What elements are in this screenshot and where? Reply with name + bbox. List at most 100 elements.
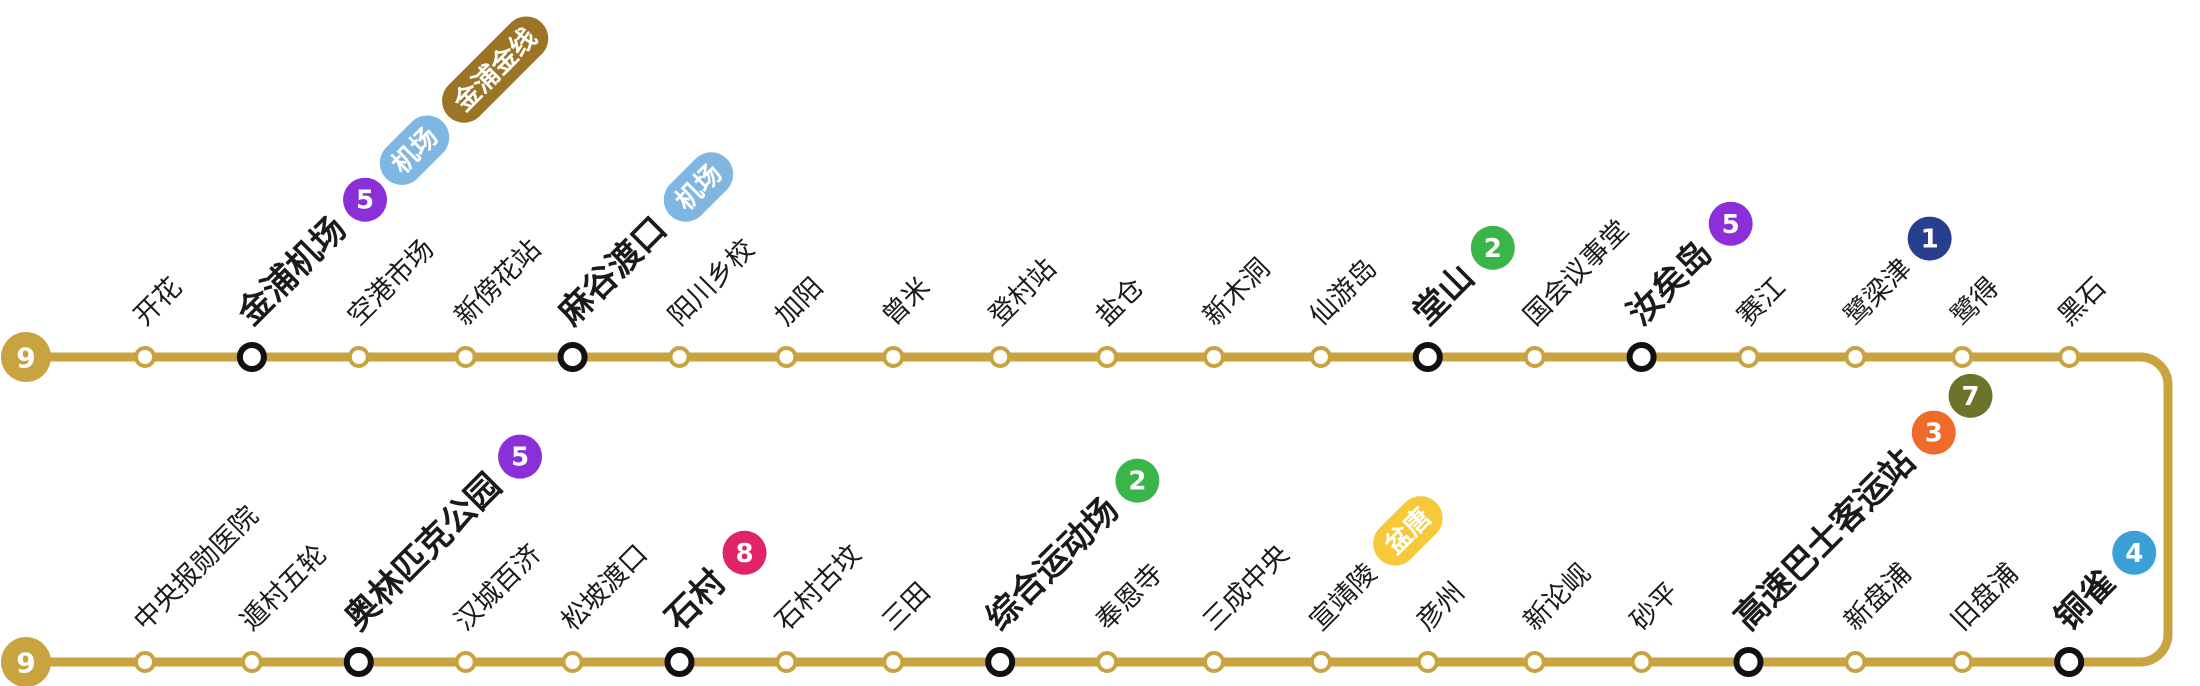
station-marker[interactable]	[1096, 346, 1119, 368]
station[interactable]	[1416, 651, 1439, 673]
badge-label: 4	[2125, 539, 2143, 569]
station-label: 新盘浦	[1838, 558, 1917, 637]
station[interactable]	[1523, 651, 1546, 673]
transfer-station-marker[interactable]	[1412, 342, 1443, 372]
transfer-station-marker[interactable]	[664, 647, 695, 677]
transfer-station-marker[interactable]	[236, 342, 267, 372]
station[interactable]	[1951, 346, 1974, 368]
station-marker[interactable]	[668, 346, 691, 368]
station-marker[interactable]	[1309, 346, 1332, 368]
station-marker[interactable]	[1203, 346, 1225, 368]
station[interactable]	[1523, 346, 1546, 368]
transfer-station-marker[interactable]	[2054, 647, 2085, 677]
station-label: 三成中央	[1197, 539, 1295, 637]
station[interactable]	[236, 342, 267, 372]
station[interactable]	[1309, 651, 1332, 673]
station-label: 彦州	[1411, 577, 1471, 637]
station[interactable]	[2058, 346, 2081, 368]
station[interactable]	[1203, 651, 1225, 673]
connecting-line-pill: 机场	[663, 152, 734, 222]
station-label: 石村古坟	[769, 539, 867, 637]
connecting-line-badge: 2	[1115, 458, 1160, 503]
station-marker[interactable]	[1203, 651, 1225, 673]
station-label: 汉城百济	[449, 539, 547, 637]
station[interactable]	[1630, 651, 1653, 673]
station-marker[interactable]	[454, 651, 477, 673]
station-marker[interactable]	[1737, 346, 1760, 368]
station[interactable]	[1096, 346, 1119, 368]
station-marker[interactable]	[775, 346, 798, 368]
connecting-line-badge: 3	[1911, 410, 1956, 455]
station[interactable]	[985, 647, 1016, 677]
station-label: 开花	[128, 272, 188, 332]
station-label: 高速巴士客运站	[1727, 442, 1924, 639]
connecting-line-pill: 机场	[379, 115, 450, 185]
station[interactable]	[1626, 342, 1657, 372]
station-label: 仙游岛	[1304, 253, 1383, 332]
station-marker[interactable]	[1523, 346, 1546, 368]
station-label: 宣靖陵	[1304, 558, 1383, 637]
station-label: 石村	[657, 562, 734, 639]
station[interactable]	[240, 651, 263, 673]
transfer-station-marker[interactable]	[1733, 647, 1764, 677]
station-marker[interactable]	[1951, 651, 1974, 673]
station[interactable]	[775, 651, 798, 673]
station[interactable]	[1844, 346, 1867, 368]
station[interactable]	[989, 346, 1012, 368]
station-marker[interactable]	[1951, 346, 1974, 368]
station[interactable]	[1733, 647, 1764, 677]
station[interactable]	[347, 346, 370, 368]
station-marker[interactable]	[347, 346, 370, 368]
station[interactable]	[1844, 651, 1867, 673]
station-label: 鹭得	[1945, 272, 2005, 332]
station[interactable]	[134, 651, 156, 673]
station[interactable]	[775, 346, 798, 368]
station-marker[interactable]	[1309, 651, 1332, 673]
station[interactable]	[882, 651, 905, 673]
station-marker[interactable]	[240, 651, 263, 673]
station-marker[interactable]	[1844, 346, 1867, 368]
station-marker[interactable]	[1844, 651, 1867, 673]
station-marker[interactable]	[2058, 346, 2081, 368]
station-marker[interactable]	[1416, 651, 1439, 673]
station[interactable]	[1203, 346, 1225, 368]
station-marker[interactable]	[134, 346, 156, 368]
station-marker[interactable]	[882, 346, 905, 368]
station[interactable]	[343, 647, 374, 677]
station-marker[interactable]	[775, 651, 798, 673]
station[interactable]	[1412, 342, 1443, 372]
station-marker[interactable]	[882, 651, 905, 673]
station-marker[interactable]	[1096, 651, 1119, 673]
station-label: 阳川乡校	[663, 234, 761, 332]
station-marker[interactable]	[134, 651, 156, 673]
station[interactable]	[1951, 651, 1974, 673]
station-marker[interactable]	[1630, 651, 1653, 673]
station-marker[interactable]	[989, 346, 1012, 368]
station[interactable]	[561, 651, 584, 673]
station[interactable]	[2054, 647, 2085, 677]
station-marker[interactable]	[561, 651, 584, 673]
station[interactable]	[454, 651, 477, 673]
transfer-station-marker[interactable]	[343, 647, 374, 677]
station-marker[interactable]	[454, 346, 477, 368]
station-label: 登村站	[983, 253, 1062, 332]
transfer-station-marker[interactable]	[557, 342, 588, 372]
station-label: 鹭梁津	[1838, 253, 1917, 332]
station[interactable]	[454, 346, 477, 368]
station-label: 铜雀	[2047, 562, 2123, 638]
station[interactable]	[557, 342, 588, 372]
station[interactable]	[882, 346, 905, 368]
transfer-station-marker[interactable]	[1626, 342, 1657, 372]
station[interactable]	[668, 346, 691, 368]
line-number-badge	[1, 637, 51, 686]
station[interactable]	[134, 346, 156, 368]
station-label: 新论岘	[1518, 558, 1597, 637]
station[interactable]	[1309, 346, 1332, 368]
station-marker[interactable]	[1523, 651, 1546, 673]
station[interactable]	[664, 647, 695, 677]
station[interactable]	[1096, 651, 1119, 673]
line-number-badge	[1, 332, 51, 382]
station-label: 盐仓	[1090, 272, 1150, 332]
transfer-station-marker[interactable]	[985, 647, 1016, 677]
station[interactable]	[1737, 346, 1760, 368]
